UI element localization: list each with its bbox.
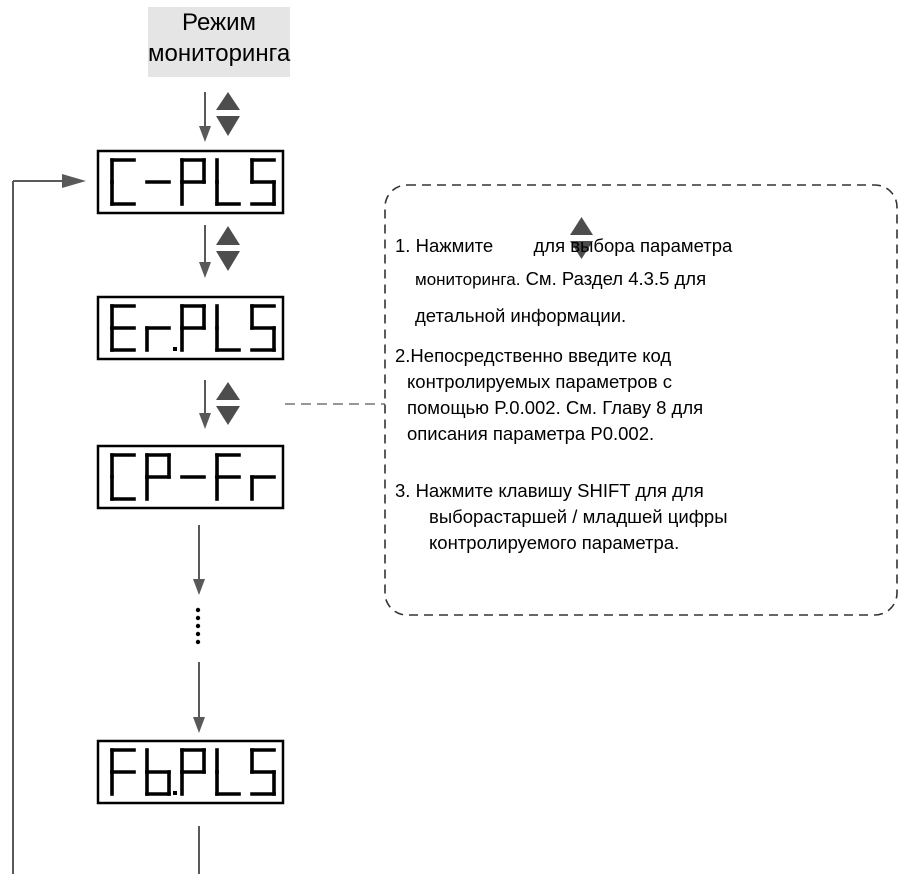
mode-label-line1: Режим xyxy=(182,9,256,36)
arrow-2 xyxy=(199,225,211,278)
digit-E xyxy=(110,304,136,352)
digit-r xyxy=(250,475,276,501)
digit-L xyxy=(215,304,241,352)
note-2-line-4: описания параметра P0.002. xyxy=(407,423,655,444)
digit-P xyxy=(180,304,206,352)
digit-S xyxy=(250,748,276,796)
up-down-key-icon xyxy=(216,92,240,136)
up-down-key-icon xyxy=(216,226,240,271)
mode-label-line2: мониторинга xyxy=(148,40,291,67)
digit-F xyxy=(110,748,136,796)
digit-C xyxy=(110,158,136,206)
arrow-4 xyxy=(193,525,205,595)
note-1-text-b: для выбора параметра xyxy=(533,235,733,256)
note-1-line-3: детальной информации. xyxy=(415,305,627,326)
loop-back-arrow xyxy=(12,180,64,874)
digit-L xyxy=(215,158,241,206)
digit-S xyxy=(250,158,276,206)
notes-box xyxy=(384,184,898,616)
digit-P xyxy=(180,748,206,796)
lcd-display-cp-fr xyxy=(96,444,285,510)
note-3-line-2: выборастаршей / младшей цифры xyxy=(429,506,728,527)
note-2-line-2: контролируемых параметров с xyxy=(407,371,672,392)
arrow-1 xyxy=(199,92,211,142)
digit-S xyxy=(250,304,276,352)
lcd-displays xyxy=(96,149,285,805)
note-1-number: 1. xyxy=(395,235,411,256)
digit-P xyxy=(180,158,206,206)
digit-r xyxy=(145,326,177,352)
note-2-line-3: помощью P.0.002. См. Главу 8 для xyxy=(407,397,704,418)
lcd-display-fb-pls xyxy=(96,739,285,805)
digit-C xyxy=(110,453,136,501)
note-1-text-a: Нажмите xyxy=(415,235,494,256)
ellipsis-dots xyxy=(195,607,201,645)
note-1-line-2: мониторинга. См. Раздел 4.3.5 для xyxy=(415,266,706,293)
monitoring-mode-label: Режим мониторинга xyxy=(148,7,290,77)
decimal-point xyxy=(173,347,177,351)
up-down-key-icon xyxy=(216,382,240,425)
loop-back-arrowhead xyxy=(62,174,86,188)
note-1-line-1: 1. Нажмите для выбора параметра xyxy=(395,233,732,259)
lcd-display-c-pls xyxy=(96,149,285,215)
note-3-line-1: 3. Нажмите клавишу SHIFT для для xyxy=(395,480,704,501)
note-3-line-3: контролируемого параметра. xyxy=(429,532,680,553)
up-down-key-icon xyxy=(570,217,593,259)
lcd-display-er-pls xyxy=(96,295,285,361)
digit-b xyxy=(145,748,177,796)
decimal-point xyxy=(173,791,177,795)
digit-F xyxy=(215,453,241,501)
arrow-5 xyxy=(193,662,205,733)
digit-L xyxy=(215,748,241,796)
note-1-text-d: См. Раздел 4.3.5 для xyxy=(525,268,707,289)
digit-P xyxy=(145,453,171,501)
note-1-text-c: мониторинга. xyxy=(415,270,521,289)
note-2-line-1: 2.Непосредственно введите код xyxy=(395,345,672,366)
arrow-3 xyxy=(199,380,211,429)
